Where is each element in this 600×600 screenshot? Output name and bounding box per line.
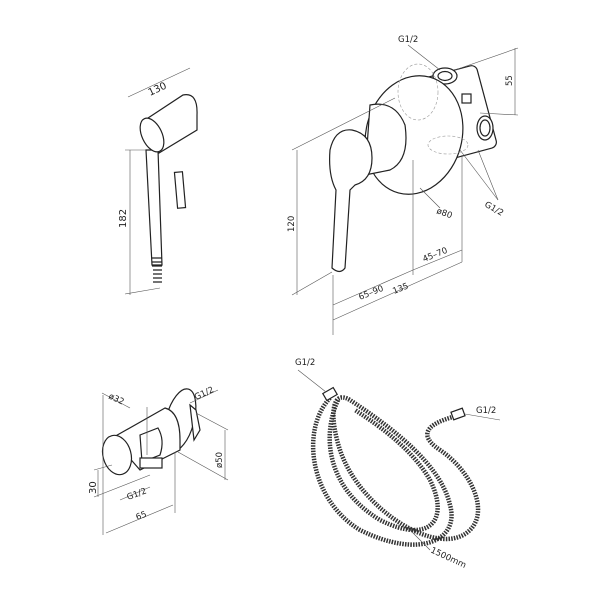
hand-shower: 130 182: [118, 67, 198, 295]
valve-total-depth-label: 135: [391, 281, 410, 296]
hose-right-thread-label: G1/2: [476, 406, 496, 416]
elbow-holder-diameter-label: ø32: [107, 392, 126, 408]
valve-top-height-label: 55: [505, 75, 515, 86]
hose-length-label: 1500mm: [429, 546, 468, 571]
valve-top-thread-label: G1/2: [398, 35, 418, 45]
valve-height-label: 120: [287, 216, 297, 232]
elbow-flange-diameter-label: ø50: [215, 452, 225, 468]
elbow-outlet-thread-label: G1/2: [193, 385, 216, 403]
hose-left-thread-label: G1/2: [295, 358, 315, 368]
mixer-valve: 55 G1/2 G1/2 ø80 120 65–90 45–70 135: [287, 35, 519, 335]
valve-depth-range-1-label: 65–90: [357, 284, 385, 303]
elbow-height-label: 30: [88, 481, 99, 494]
valve-flange-diameter-label: ø80: [435, 206, 453, 221]
valve-depth-range-2-label: 45–70: [421, 246, 449, 265]
valve-side-thread-label: G1/2: [483, 200, 506, 219]
hand-shower-height-label: 182: [118, 209, 129, 228]
hose: G1/2 G1/2 1500mm: [295, 358, 501, 571]
wall-elbow: ø32 G1/2 ø50 30 G1/2 65: [88, 385, 229, 535]
elbow-inlet-thread-label: G1/2: [126, 486, 148, 502]
elbow-depth-label: 65: [135, 510, 149, 523]
hand-shower-width-label: 130: [147, 81, 169, 99]
